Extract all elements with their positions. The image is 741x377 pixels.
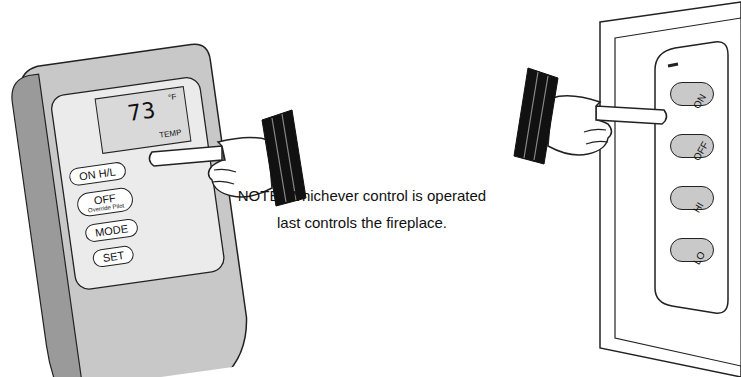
button-panel <box>50 76 226 291</box>
switch-panel <box>655 42 728 313</box>
button-label: MODE <box>94 222 128 239</box>
temperature-reading: 73 <box>126 97 158 126</box>
temp-label: TEMP <box>159 128 182 140</box>
button-label: SET <box>102 249 125 264</box>
indicator-light <box>668 64 678 66</box>
outer-plate <box>600 2 741 377</box>
wall-button: ON <box>670 82 714 106</box>
wall-button: HI <box>670 186 714 210</box>
inner-plate <box>615 18 741 366</box>
wall-button: LO <box>670 238 714 262</box>
note-text: NOTE: Whichever control is operated last… <box>232 182 492 236</box>
button-label: ON H/L <box>78 165 116 182</box>
right-hand <box>514 68 667 164</box>
wall-button: OFF <box>670 134 714 158</box>
unit-label: °F <box>168 92 177 102</box>
